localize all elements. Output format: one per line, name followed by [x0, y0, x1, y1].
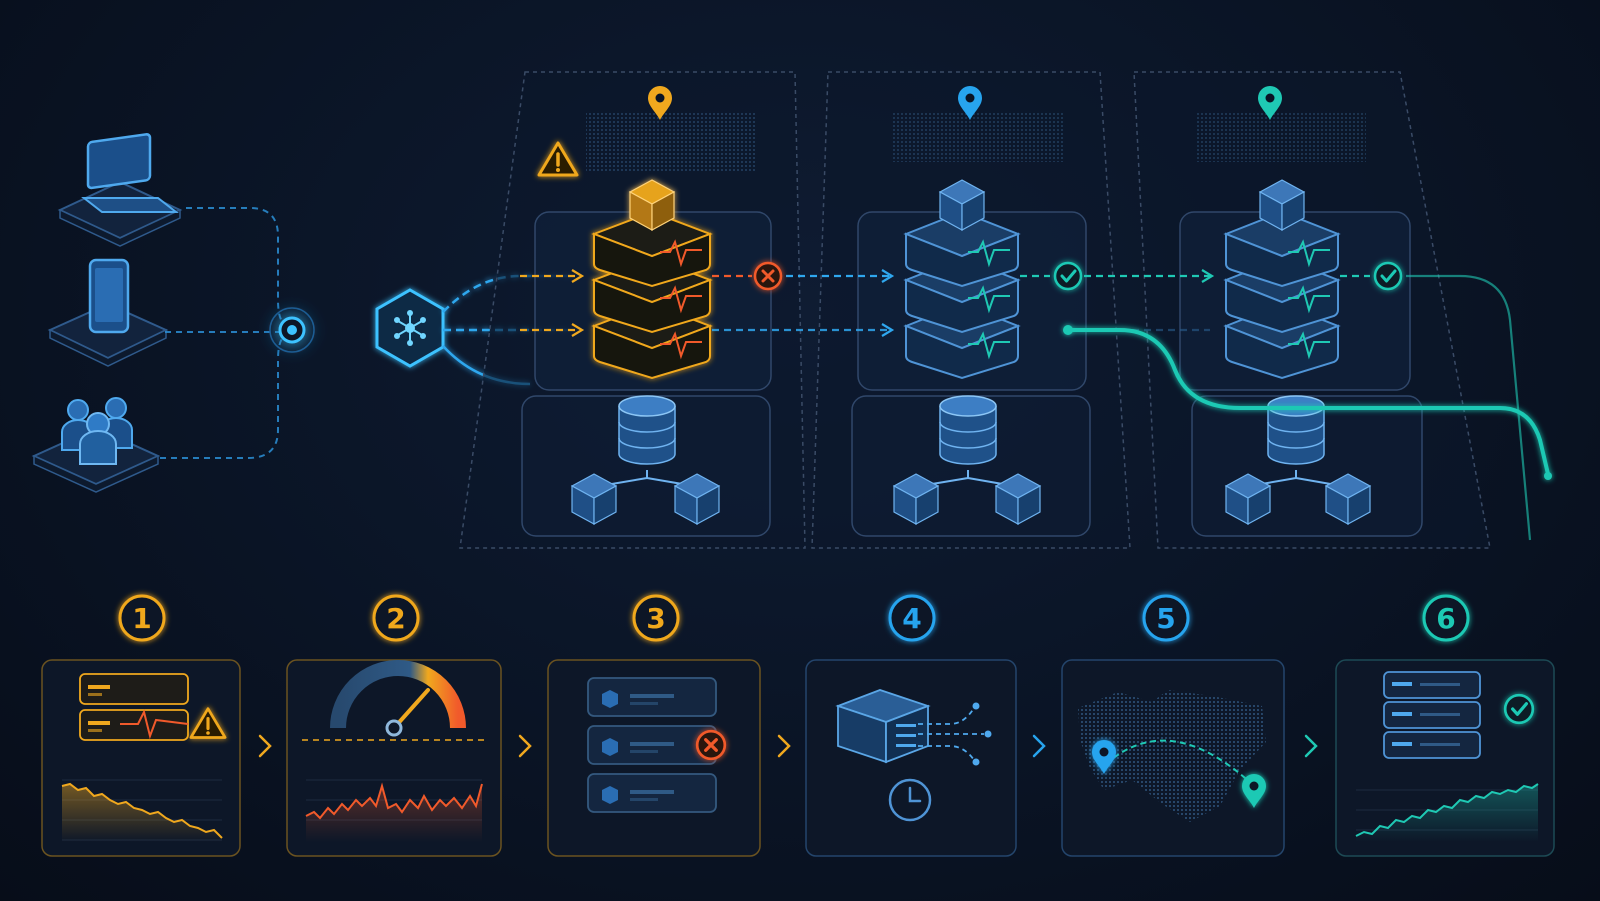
- step-card-6: [1335, 659, 1555, 857]
- timeline-step-4: 4: [888, 594, 936, 642]
- step-circle: [888, 594, 936, 642]
- timeline-step-1: 1: [118, 594, 166, 642]
- step-number: 3: [646, 602, 665, 635]
- step-card-1: [41, 659, 241, 857]
- traffic-flows: [520, 269, 1532, 541]
- world-map-route-icon: [1078, 690, 1266, 822]
- region-1: [459, 71, 806, 549]
- client-devices: [31, 133, 183, 493]
- timeline: 1 2 3 4 5 6: [0, 594, 1600, 857]
- step-chevrons: [258, 734, 1318, 758]
- step-card-5: [1061, 659, 1285, 857]
- users-icon: [31, 397, 161, 493]
- step-number: 2: [386, 602, 405, 635]
- chevron-right-icon: [1032, 734, 1046, 758]
- step-circle: [632, 594, 680, 642]
- step-circle: [1422, 594, 1470, 642]
- chevron-right-icon: [258, 734, 272, 758]
- server-stack-healthy: [1223, 179, 1341, 380]
- step-number: 4: [902, 602, 921, 635]
- clock-icon: [888, 778, 932, 822]
- step-card-3: [547, 659, 761, 857]
- step-circle: [1142, 594, 1190, 642]
- smartphone-icon: [47, 258, 169, 367]
- declining-traffic-chart: [61, 779, 223, 842]
- chevron-right-icon: [777, 734, 791, 758]
- recovering-traffic-chart: [1355, 783, 1539, 842]
- client-connectors: [160, 207, 291, 459]
- server-stack-degraded: [591, 179, 713, 380]
- timeline-step-2: 2: [372, 594, 420, 642]
- healthy-check-icon: [1373, 261, 1403, 291]
- dns-reroute-icon: [835, 689, 992, 822]
- timeline-step-6: 6: [1422, 594, 1470, 642]
- junction-node: [269, 307, 315, 353]
- database-cluster: [1225, 395, 1371, 525]
- world-map-icon: [586, 112, 756, 172]
- region-2: [811, 71, 1131, 549]
- step-number: 6: [1436, 602, 1455, 635]
- chevron-right-icon: [518, 734, 532, 758]
- database-cluster: [571, 395, 720, 525]
- step-card-2: [286, 659, 502, 857]
- latency-spike-chart: [305, 779, 483, 842]
- database-cluster: [893, 395, 1041, 525]
- chevron-right-icon: [1304, 734, 1318, 758]
- timeline-step-5: 5: [1142, 594, 1190, 642]
- world-map-icon: [892, 112, 1064, 162]
- alerting-servers-icon: [79, 673, 227, 741]
- step-number: 5: [1156, 602, 1175, 635]
- latency-gauge-icon: [302, 660, 486, 741]
- timeline-step-3: 3: [632, 594, 680, 642]
- region-panels: [459, 71, 1491, 549]
- load-balancer-hub-icon: [375, 288, 445, 368]
- recovered-servers-icon: [1383, 671, 1535, 759]
- step-card-4: [805, 659, 1017, 857]
- failure-x-icon: [753, 261, 783, 291]
- server-stack-healthy: [903, 179, 1021, 380]
- step-circle: [372, 594, 420, 642]
- world-map-icon: [1196, 112, 1366, 162]
- failed-node-list-icon: [587, 677, 727, 813]
- healthy-check-icon: [1053, 261, 1083, 291]
- laptop-icon: [57, 133, 183, 247]
- region-3: [1133, 71, 1491, 549]
- step-number: 1: [132, 602, 151, 635]
- failover-path: [1063, 325, 1552, 480]
- step-circle: [118, 594, 166, 642]
